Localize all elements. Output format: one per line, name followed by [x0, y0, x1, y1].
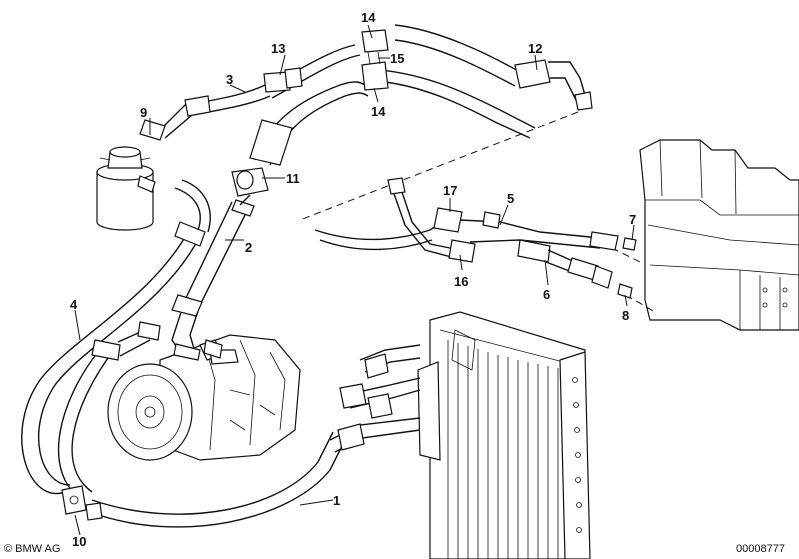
hose-2	[171, 199, 255, 361]
hose-12-line	[394, 24, 593, 111]
callout-10: 10	[72, 534, 86, 549]
callout-9: 9	[140, 105, 147, 120]
hose-11-line	[231, 81, 369, 206]
clamp-10	[61, 485, 103, 521]
dashed-routing-line	[299, 111, 579, 221]
callout-16: 16	[454, 274, 468, 289]
line-6-assembly	[517, 239, 633, 299]
callout-15: 15	[390, 51, 404, 66]
condenser	[417, 311, 591, 559]
hose-13-line	[263, 44, 361, 99]
evaporator-housing	[611, 139, 799, 331]
leader-lines	[74, 24, 635, 536]
callout-17: 17	[443, 183, 457, 198]
callout-8: 8	[622, 308, 629, 323]
callout-2: 2	[245, 240, 252, 255]
callout-13: 13	[271, 41, 285, 56]
callout-4: 4	[70, 297, 78, 312]
callout-labels: 1 2 3 4 5 6 7 8 9 10 11 12 13 14 14 15 1…	[70, 10, 636, 549]
compressor	[107, 334, 301, 461]
callout-7: 7	[629, 212, 636, 227]
condenser-fittings	[137, 321, 421, 453]
callout-14-top: 14	[361, 10, 376, 25]
diagram-number: 00008777	[736, 543, 785, 555]
callout-5: 5	[507, 191, 514, 206]
copyright-text: © BMW AG	[4, 543, 60, 555]
hose-1	[57, 329, 346, 528]
callout-6: 6	[543, 287, 550, 302]
callout-12: 12	[528, 41, 542, 56]
receiver-drier	[96, 146, 156, 231]
hose-4	[21, 179, 211, 495]
callout-11: 11	[286, 171, 300, 186]
callout-3: 3	[226, 72, 233, 87]
hose-14-15-line	[361, 29, 536, 139]
hose-3	[139, 84, 271, 141]
callout-14-bottom: 14	[371, 104, 386, 119]
callout-1: 1	[333, 493, 340, 508]
line-5-assembly	[314, 177, 637, 263]
